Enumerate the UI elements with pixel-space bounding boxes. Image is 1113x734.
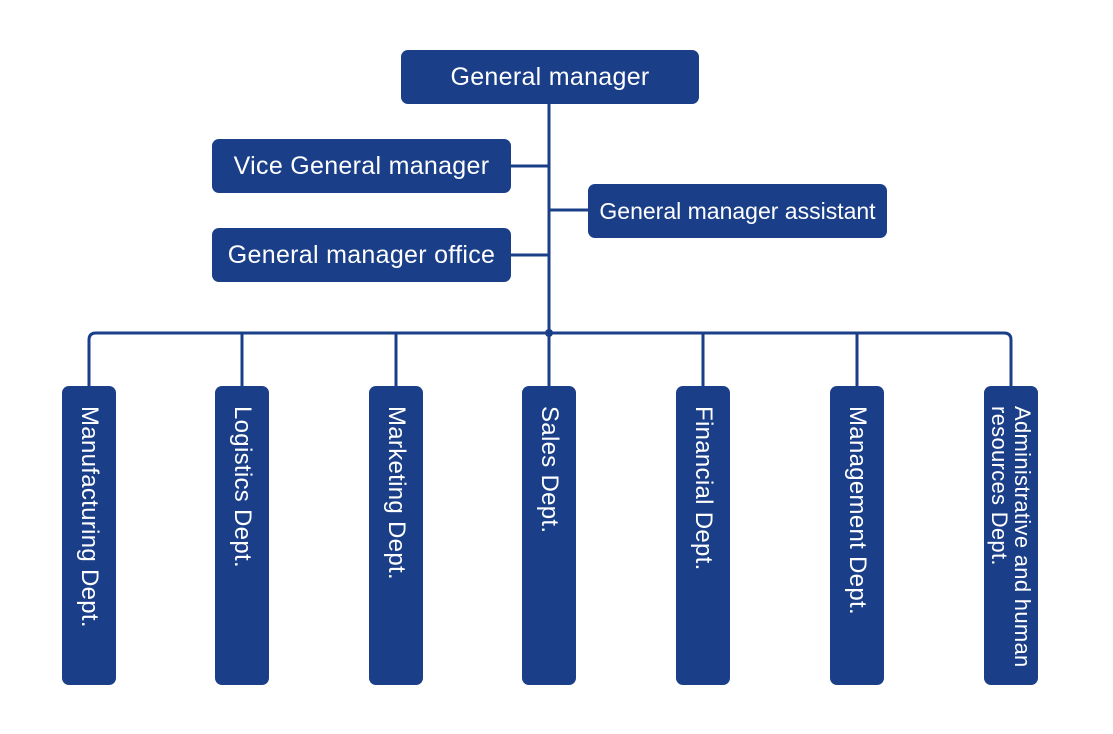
general-manager-box: General manager bbox=[401, 50, 699, 104]
department-label: Logistics Dept. bbox=[229, 406, 256, 568]
department-box-financial: Financial Dept. bbox=[676, 386, 730, 685]
general-manager-assistant-box: General manager assistant bbox=[588, 184, 887, 238]
department-box-management: Management Dept. bbox=[830, 386, 884, 685]
vice-general-manager-label: Vice General manager bbox=[233, 151, 490, 180]
department-box-marketing: Marketing Dept. bbox=[369, 386, 423, 685]
general-manager-office-box: General manager office bbox=[212, 228, 511, 282]
department-label: Administrative and human resources Dept. bbox=[987, 406, 1035, 668]
department-label: Marketing Dept. bbox=[383, 406, 410, 580]
department-label: Management Dept. bbox=[844, 406, 871, 615]
general-manager-assistant-label: General manager assistant bbox=[599, 197, 876, 224]
department-label: Manufacturing Dept. bbox=[76, 406, 103, 628]
department-box-manufacturing: Manufacturing Dept. bbox=[62, 386, 116, 685]
department-box-administrative-hr: Administrative and human resources Dept. bbox=[984, 386, 1038, 685]
department-label: Sales Dept. bbox=[536, 406, 563, 534]
junction-dot bbox=[545, 329, 553, 337]
department-box-sales: Sales Dept. bbox=[522, 386, 576, 685]
department-box-logistics: Logistics Dept. bbox=[215, 386, 269, 685]
general-manager-label: General manager bbox=[450, 62, 650, 91]
department-label: Financial Dept. bbox=[690, 406, 717, 571]
general-manager-office-label: General manager office bbox=[227, 240, 496, 269]
vice-general-manager-box: Vice General manager bbox=[212, 139, 511, 193]
